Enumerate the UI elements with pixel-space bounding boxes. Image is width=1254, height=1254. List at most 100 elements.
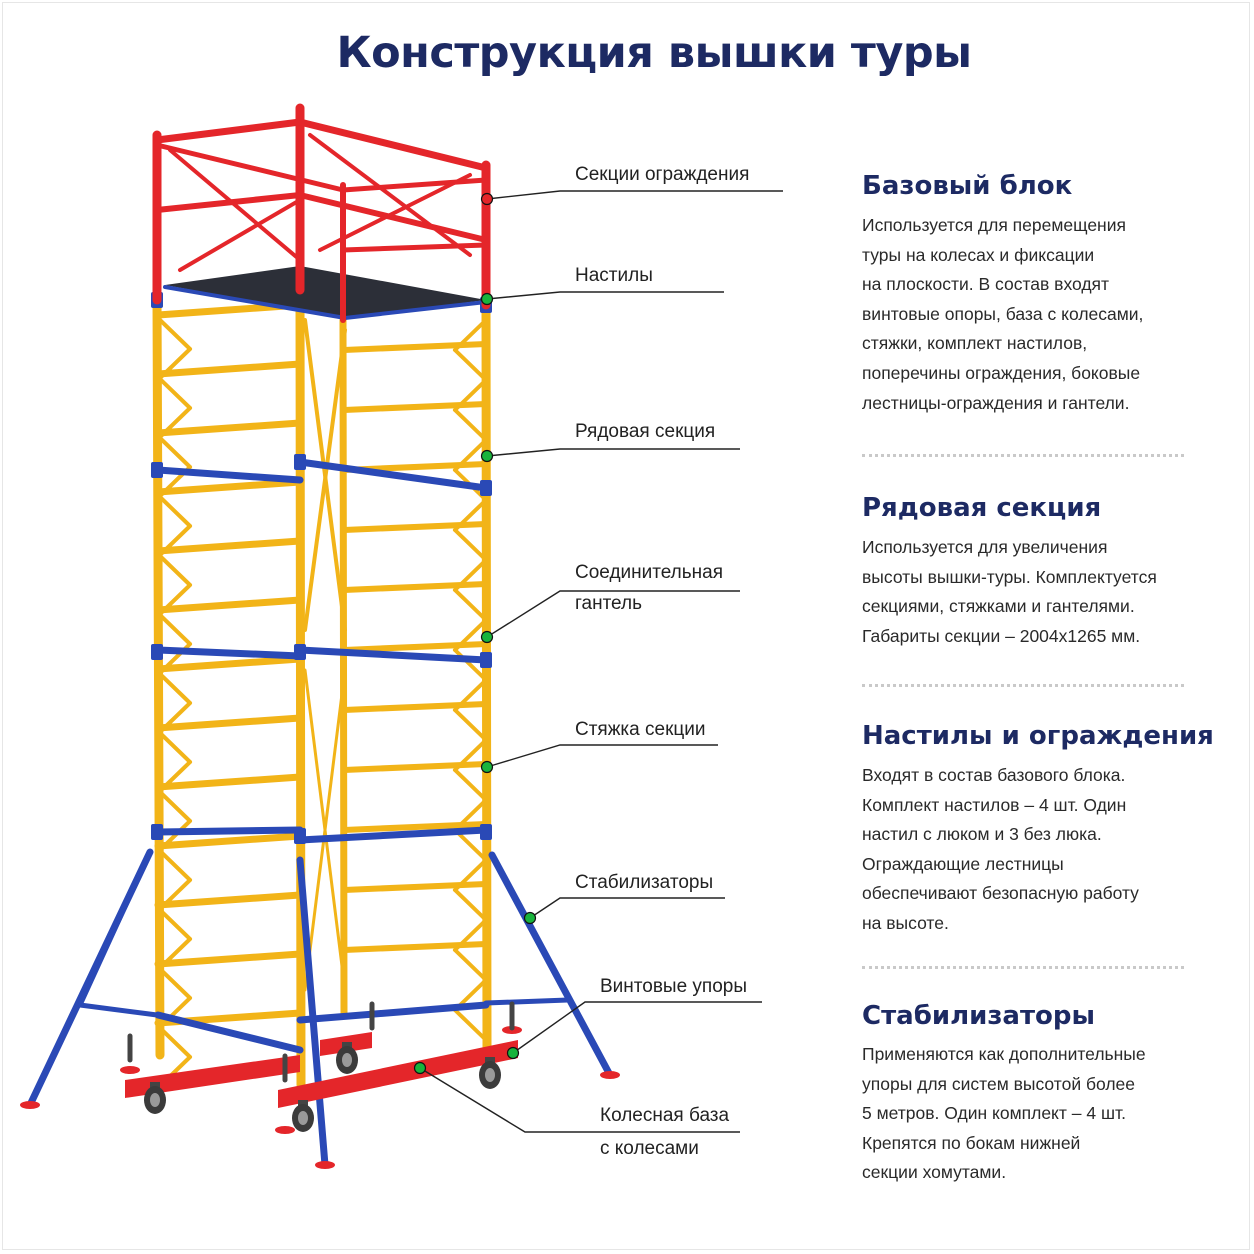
diagonal-brace	[303, 328, 347, 632]
ladder-rung	[154, 714, 304, 732]
diagonal-brace	[453, 1008, 488, 1042]
diagonal-brace	[453, 678, 488, 712]
diagonal-brace	[453, 768, 488, 802]
guard-rail	[340, 177, 489, 193]
ladder-rung	[341, 341, 489, 353]
diagonal-brace	[158, 347, 192, 380]
leader-line	[486, 590, 740, 638]
frame-leg	[152, 295, 165, 1060]
diagonal-brace	[453, 708, 488, 742]
diagonal-brace	[158, 731, 192, 764]
green-dot-marker-icon	[480, 292, 494, 306]
ladder-rung	[341, 641, 489, 653]
green-dot-marker-icon	[480, 760, 494, 774]
section-tie	[296, 458, 490, 492]
callout-connecting-dumbbell-line2: гантель	[575, 593, 642, 614]
diagonal-brace	[453, 348, 488, 382]
ladder-rung	[154, 360, 304, 378]
frame-leg	[339, 316, 348, 1019]
leader-line	[486, 744, 718, 768]
tower-structure	[20, 103, 620, 1169]
section-tie	[154, 1011, 304, 1054]
ladder-rung	[154, 773, 304, 791]
callout-section-tie: Стяжка секции	[575, 719, 706, 740]
leader-line	[486, 190, 783, 200]
leader-line	[419, 1067, 740, 1133]
diagonal-brace	[158, 967, 192, 1000]
stabilizer-leg	[77, 849, 153, 1008]
dumbbell-coupling	[294, 454, 306, 470]
diagonal-brace	[158, 760, 192, 793]
diagonal-brace	[453, 588, 488, 622]
ladder-rung	[341, 521, 489, 533]
diagonal-brace	[453, 558, 488, 592]
frame-leg	[481, 300, 492, 1055]
section-text-stabilizers: Применяются как дополнительные упоры для…	[862, 1044, 1146, 1183]
diagonal-brace	[453, 738, 488, 772]
guard-diagonal	[308, 133, 472, 257]
diagonal-brace	[158, 672, 192, 705]
diagonal-brace	[453, 888, 488, 922]
ladder-rung	[341, 701, 489, 713]
callout-connecting-dumbbell-line1: Соединительная	[575, 562, 724, 583]
ladder-rung	[341, 761, 489, 773]
stabilizer-foot	[600, 1071, 620, 1079]
section-tie	[296, 1001, 490, 1024]
green-dot-marker-icon	[506, 1046, 520, 1060]
frame-leg	[295, 285, 306, 1090]
wheel-hub	[298, 1111, 308, 1125]
guard-diagonal	[178, 198, 302, 272]
diagonal-brace	[158, 996, 192, 1029]
section-tie	[154, 466, 304, 484]
ladder-rung	[154, 655, 304, 673]
wheel-base-beam	[125, 1055, 300, 1098]
callout-row-section: Рядовая секция	[575, 421, 716, 442]
stabilizer-foot	[275, 1126, 295, 1134]
callout-guard-sections: Секции ограждения	[575, 164, 750, 185]
section-tie	[296, 646, 490, 664]
diagonal-brace	[158, 406, 192, 439]
section-divider	[862, 454, 1184, 457]
green-dot-marker-icon	[523, 911, 537, 925]
diagonal-brace	[453, 948, 488, 982]
diagonal-brace	[158, 436, 192, 469]
callout-wheel-base-line1: Колесная база	[600, 1105, 730, 1126]
diagonal-brace	[158, 583, 192, 616]
dumbbell-coupling	[151, 462, 163, 478]
ladder-rung	[341, 941, 489, 953]
ladder-rung	[154, 832, 304, 850]
dumbbell-coupling	[294, 828, 306, 844]
callout-leaders	[413, 190, 783, 1133]
section-text-base-block: Используется для перемещения туры на кол…	[862, 215, 1144, 413]
ladder-rung	[154, 950, 304, 968]
diagonal-brace	[158, 1026, 192, 1059]
diagonal-brace	[158, 613, 192, 646]
guard-rail	[340, 242, 489, 253]
green-dot-marker-icon	[480, 630, 494, 644]
diagonal-brace	[453, 618, 488, 652]
diagonal-brace	[453, 858, 488, 892]
diagonal-brace	[453, 798, 488, 832]
ladder-rung	[341, 881, 489, 893]
diagonal-brace	[158, 849, 192, 882]
section-tie	[296, 826, 490, 844]
diagonal-brace	[453, 828, 488, 862]
wheel-base-beam	[278, 1040, 518, 1108]
ladder-rung	[154, 891, 304, 909]
diagonal-brace	[158, 554, 192, 587]
wheel-hub	[485, 1068, 495, 1082]
diagonal-brace	[158, 790, 192, 823]
section-heading-row-section: Рядовая секция	[862, 493, 1102, 523]
stabilizer-leg	[488, 851, 614, 1079]
diagonal-brace	[158, 495, 192, 528]
diagonal-brace	[453, 378, 488, 412]
diagonal-brace	[453, 318, 488, 352]
deck-platform	[165, 266, 486, 318]
section-divider	[862, 966, 1184, 969]
deck-edge	[163, 285, 347, 320]
stabilizer-leg	[296, 856, 329, 1169]
guard-diagonal	[168, 148, 302, 262]
guard-diagonal	[318, 173, 472, 252]
diagonal-brace	[158, 819, 192, 852]
